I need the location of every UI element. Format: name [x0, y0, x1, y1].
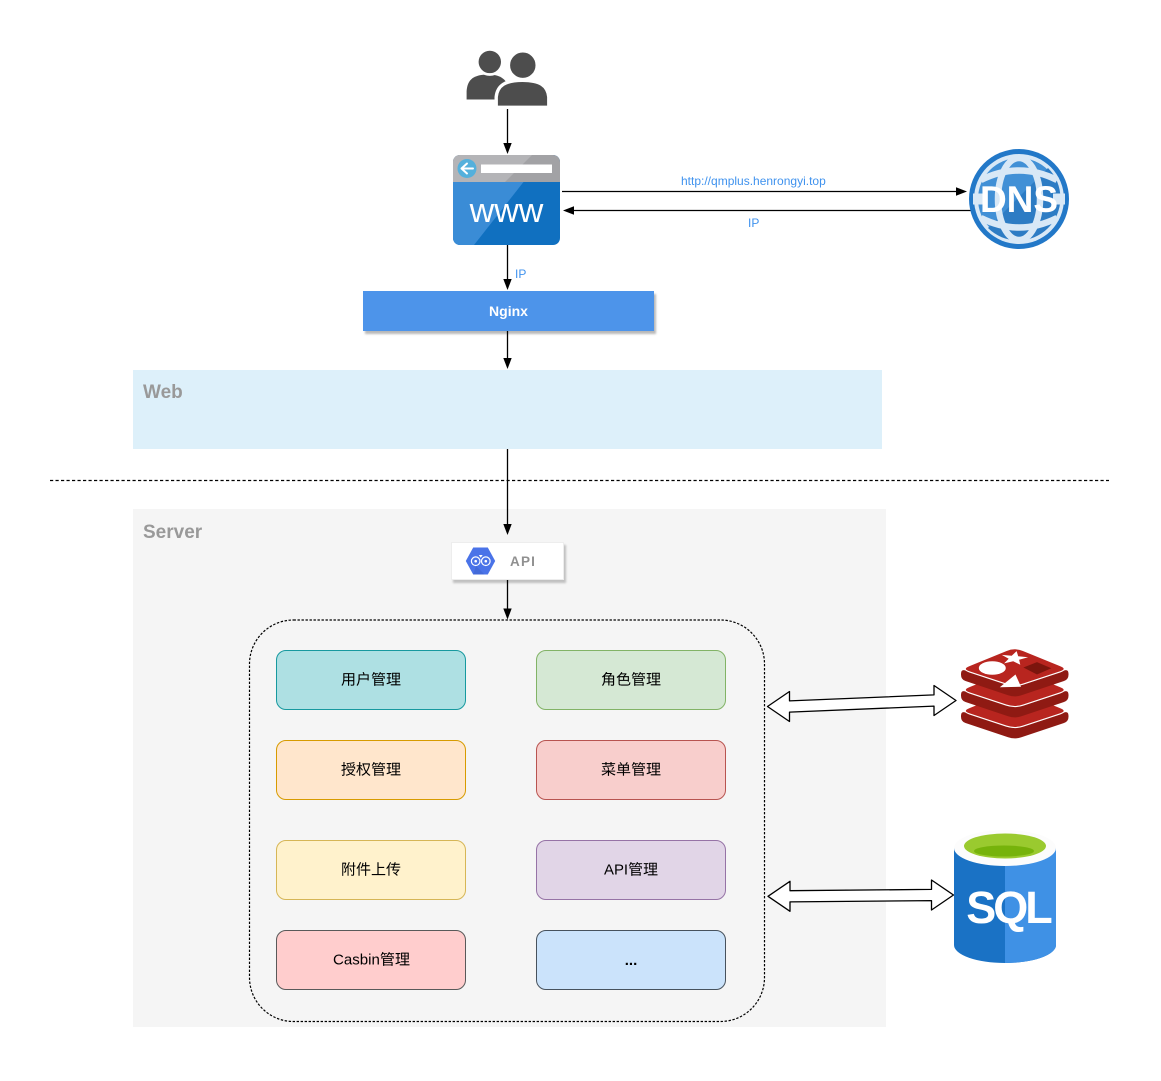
svg-text:API: API — [604, 861, 628, 878]
svg-text:Casbin: Casbin — [333, 951, 380, 968]
svg-text:www: www — [469, 192, 544, 230]
svg-text:SQL: SQL — [966, 882, 1052, 933]
svg-text:DNS: DNS — [980, 179, 1058, 220]
